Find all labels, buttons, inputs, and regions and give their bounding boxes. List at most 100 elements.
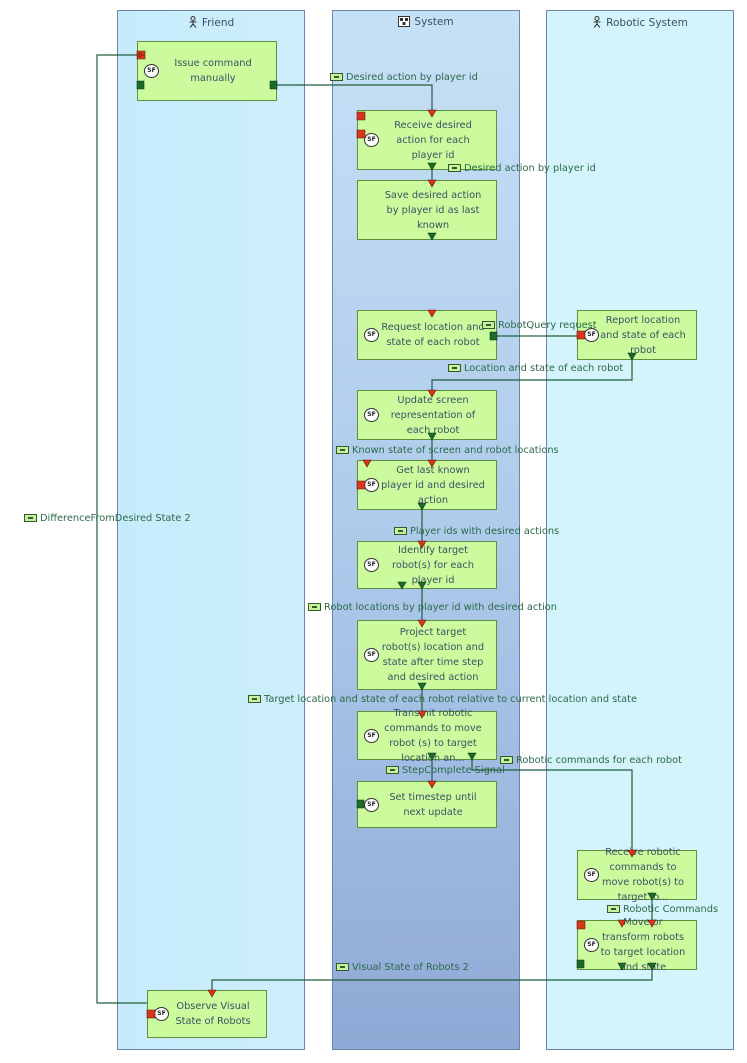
flow-label: Robotic commands for each robot: [500, 755, 682, 767]
lane-friend: Friend: [117, 10, 305, 1050]
pin-in-get-1: [362, 459, 372, 468]
pin-out-get: [417, 502, 427, 511]
node-set-timestep-label: Set timestep until next update: [389, 791, 477, 818]
pin-in-report: [576, 330, 586, 340]
sf-badge-icon: SF: [584, 938, 599, 952]
node-receive-robotic-label: Receive robotic commands to move robot(s…: [601, 847, 685, 903]
sf-badge-icon: SF: [364, 408, 379, 422]
node-transmit[interactable]: SF Transmit robotic commands to move rob…: [357, 708, 497, 764]
pin-in-project: [417, 619, 427, 628]
node-save-desired-label: Save desired action by player id as last…: [384, 189, 482, 231]
flow-item-icon: [248, 695, 261, 703]
output-pins: [136, 80, 657, 971]
node-move-transform-label: Move or transform robots to target locat…: [600, 917, 686, 973]
sf-badge-icon: SF: [364, 558, 379, 572]
pin-in-move-left: [576, 920, 586, 930]
flow-item-icon: [308, 603, 321, 611]
flow-label: Desired action by player id: [448, 163, 596, 175]
system-icon: [398, 16, 411, 27]
node-get-last-known-label: Get last known player id and desired act…: [381, 464, 485, 506]
pin-out-save: [427, 232, 437, 241]
node-issue-command[interactable]: SF Issue command manually: [137, 41, 277, 101]
node-report-location[interactable]: SF Report location and state of each rob…: [577, 310, 697, 360]
flow-label: Robotic Commands: [607, 904, 718, 916]
flow-label: Visual State of Robots 2: [336, 962, 469, 974]
node-issue-label: Issue command manually: [174, 58, 252, 84]
node-receive-robotic[interactable]: SF Receive robotic commands to move robo…: [577, 847, 697, 903]
pin-in-receive-top: [427, 109, 437, 118]
flow-label: DifferenceFromDesired State 2: [24, 513, 191, 525]
flow-item-icon: [448, 164, 461, 172]
pin-out-issue-left: [136, 80, 145, 90]
flow-label: Desired action by player id: [330, 72, 478, 84]
flow-label: Target location and state of each robot …: [248, 694, 637, 706]
flow-text: Visual State of Robots 2: [352, 962, 469, 973]
wire-issue-to-receive: [277, 84, 433, 110]
node-set-timestep[interactable]: SF Set timestep until next update: [357, 781, 497, 828]
wire-observe-to-issue: [96, 54, 147, 1004]
node-move-transform[interactable]: SF Move or transform robots to target lo…: [577, 917, 697, 973]
node-observe-label: Observe Visual State of Robots: [175, 1001, 251, 1027]
sf-badge-icon: SF: [364, 797, 379, 812]
sf-badge-icon: SF: [364, 728, 379, 743]
wire-transmit-to-receive-robotic: [471, 760, 633, 850]
flow-item-icon: [336, 963, 349, 971]
wire-report-to-update: [431, 358, 633, 390]
pin-in-save: [427, 179, 437, 188]
node-observe[interactable]: SF Observe Visual State of Robots: [147, 990, 267, 1038]
flow-text: Desired action by player id: [346, 72, 478, 83]
pin-out-request: [489, 331, 498, 341]
flow-item-icon: [330, 73, 343, 81]
pin-out-set-left: [356, 799, 365, 809]
flow-text: Target location and state of each robot …: [264, 694, 637, 705]
node-request-location-label: Request location and state of each robot: [381, 322, 485, 348]
sf-badge-icon: SF: [144, 64, 159, 78]
lane-system-label: System: [414, 16, 454, 28]
sf-badge-icon: SF: [364, 648, 379, 662]
sf-badge-icon: SF: [364, 328, 379, 342]
pin-out-transmit-2: [467, 752, 477, 761]
pin-in-set: [427, 780, 437, 789]
flow-text: Robotic commands for each robot: [516, 755, 682, 766]
actor-icon: [189, 16, 197, 28]
node-receive-desired-label: Receive desired action for each player i…: [394, 119, 472, 161]
node-project-target-label: Project target robot(s) location and sta…: [381, 627, 485, 683]
pin-in-get-2: [427, 459, 437, 468]
pin-out-move-left: [576, 959, 585, 969]
sf-badge-icon: SF: [364, 133, 379, 147]
node-get-last-known[interactable]: SF Get last known player id and desired …: [357, 460, 497, 510]
node-update-screen[interactable]: SF Update screen representation of each …: [357, 390, 497, 440]
flow-item-icon: [394, 527, 407, 535]
node-receive-desired[interactable]: SF Receive desired action for each playe…: [357, 110, 497, 170]
lane-friend-label: Friend: [201, 17, 235, 29]
node-save-desired[interactable]: Save desired action by player id as last…: [357, 180, 497, 240]
lane-friend-title: Friend: [118, 16, 304, 29]
flow-label: Robot locations by player id with desire…: [308, 602, 557, 614]
sf-badge-icon: SF: [584, 868, 599, 882]
pin-in-observe: [207, 989, 217, 998]
pin-out-move-1: [617, 962, 627, 971]
lane-robot-title: Robotic System: [547, 16, 733, 29]
node-request-location[interactable]: SF Request location and state of each ro…: [357, 310, 497, 360]
pin-out-project: [417, 682, 427, 691]
pin-out-issue-right: [269, 80, 278, 90]
pin-out-receive-robotic: [647, 892, 657, 901]
pin-in-request: [427, 309, 437, 318]
pin-in-move-1: [617, 919, 627, 928]
wire-move-to-observe: [211, 968, 653, 990]
flow-label: Known state of screen and robot location…: [336, 445, 559, 457]
flow-text: Known state of screen and robot location…: [352, 445, 559, 456]
pin-in-issue: [136, 50, 146, 60]
pin-in-transmit: [417, 710, 427, 719]
flow-label: Player ids with desired actions: [394, 526, 559, 538]
flow-text: RobotQuery request: [498, 320, 597, 331]
flow-item-icon: [336, 446, 349, 454]
pin-out-identify-2: [417, 581, 427, 590]
flow-text: Location and state of each robot: [464, 363, 624, 374]
pin-in-receive-robotic: [627, 849, 637, 858]
flow-label: Location and state of each robot: [448, 363, 623, 375]
node-project-target[interactable]: SF Project target robot(s) location and …: [357, 620, 497, 690]
node-identify-target[interactable]: SF Identify target robot(s) for each pla…: [357, 541, 497, 589]
flow-label: RobotQuery request: [482, 320, 597, 332]
